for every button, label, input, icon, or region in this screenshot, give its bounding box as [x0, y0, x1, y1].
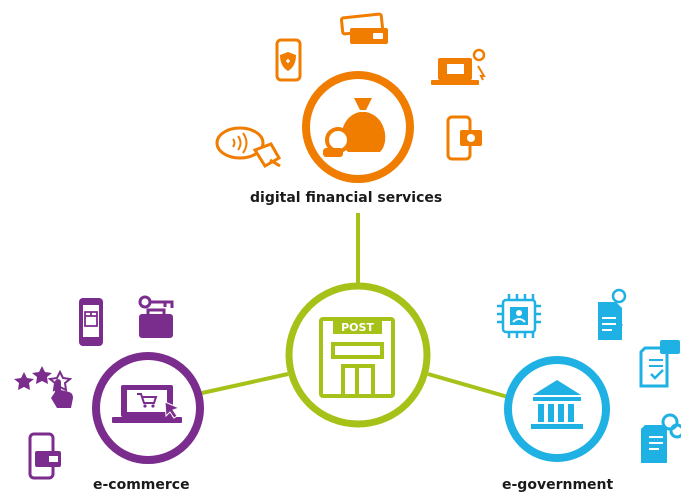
- egovernment-hub: [504, 356, 610, 462]
- laptop-cart-icon: [112, 385, 182, 423]
- document-rings-icon: [641, 413, 681, 463]
- phone-box-icon: [79, 298, 103, 346]
- chip-icon: [497, 294, 541, 338]
- bag-tag-icon: [138, 295, 174, 338]
- financial-services-label: digital financial services: [250, 190, 443, 206]
- connector-ecommerce: [201, 372, 289, 395]
- phone-card-icon: [28, 432, 61, 480]
- ecommerce-hub: [92, 352, 204, 464]
- ecommerce-label: e-commerce: [93, 477, 190, 493]
- document-check-icon: [639, 340, 680, 388]
- star-rating-icon: [14, 366, 73, 408]
- document-user-icon: [598, 288, 627, 340]
- phone-payment-icon: [446, 115, 482, 161]
- egovernment-label: e-government: [502, 477, 614, 493]
- laptop-money-icon: [431, 48, 486, 85]
- connectors: [201, 213, 509, 399]
- post-hub: POST: [285, 282, 431, 428]
- money-bag-icon: [323, 98, 386, 157]
- post-sign: [333, 318, 382, 334]
- government-building-icon: [531, 380, 583, 429]
- financial-hub: [302, 71, 414, 183]
- credit-cards-icon: [339, 12, 388, 44]
- connector-egovernment: [427, 372, 509, 399]
- post-sign-text: POST: [341, 321, 374, 334]
- contactless-payment-icon: [215, 126, 282, 169]
- phone-shield-icon: [275, 38, 302, 82]
